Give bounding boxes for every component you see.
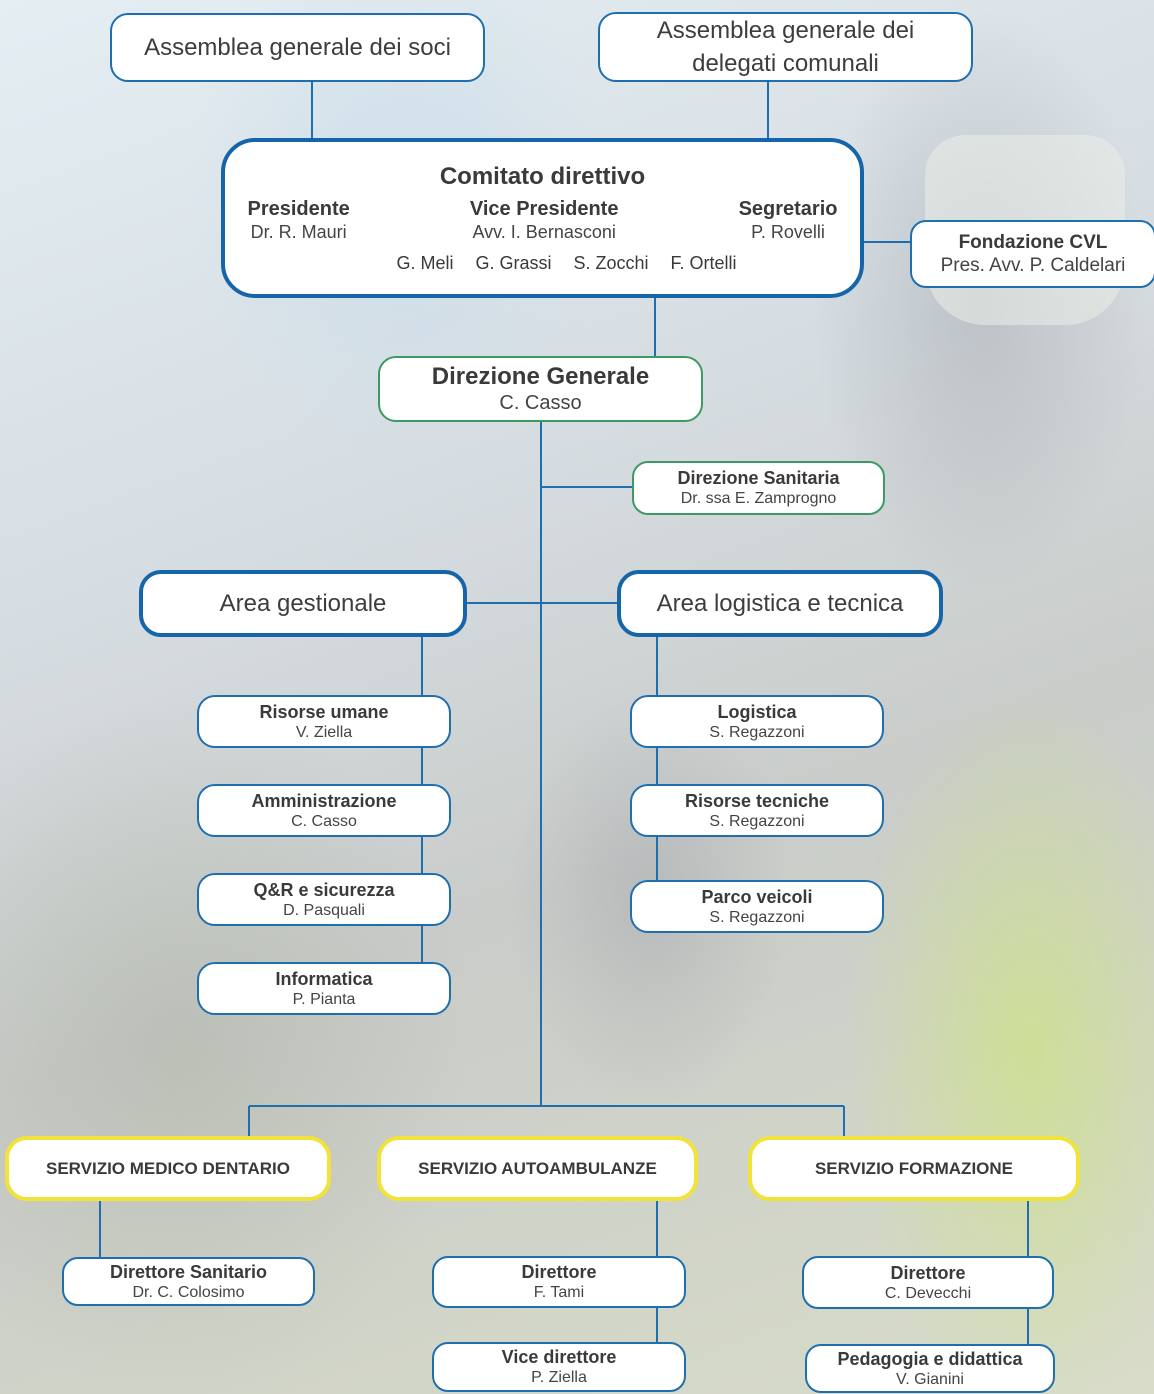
unit-title: Pedagogia e didattica — [837, 1348, 1023, 1369]
direzione-generale-title: Direzione Generale — [431, 363, 650, 390]
assemblea-delegati-line1: Assemblea generale dei — [656, 17, 915, 44]
member-name: G. Grassi — [475, 252, 552, 273]
area-logistica-title: Area logistica e tecnica — [656, 590, 904, 617]
direzione-sanitaria-name: Dr. ssa E. Zamprogno — [680, 490, 837, 507]
assemblea-soci-label: Assemblea generale dei soci — [144, 34, 451, 61]
area-gestionale-box: Area gestionale — [139, 570, 467, 637]
unit-qr-sicurezza: Q&R e sicurezza D. Pasquali — [197, 873, 451, 926]
direzione-generale-box: Direzione Generale C. Casso — [378, 356, 703, 422]
member-name: F. Ortelli — [670, 252, 737, 273]
unit-name: Dr. C. Colosimo — [132, 1283, 245, 1301]
unit-risorse-umane: Risorse umane V. Ziella — [197, 695, 451, 748]
comitato-direttivo-box: Comitato direttivo Presidente Dr. R. Mau… — [221, 138, 864, 298]
assemblea-delegati-box: Assemblea generale dei delegati comunali — [598, 12, 973, 82]
unit-title: Vice direttore — [501, 1347, 617, 1367]
unit-title: Direttore Sanitario — [109, 1261, 268, 1282]
comitato-members: G. Meli G. Grassi S. Zocchi F. Ortelli — [385, 253, 747, 274]
unit-title: Direttore — [521, 1262, 597, 1282]
unit-title: Risorse tecniche — [684, 790, 830, 811]
unit-direttore-formazione: Direttore C. Devecchi — [802, 1256, 1054, 1309]
comitato-role-segretario: Segretario P. Rovelli — [739, 197, 838, 243]
servizio-autoambulanze-box: SERVIZIO AUTOAMBULANZE — [377, 1136, 698, 1201]
unit-parco-veicoli: Parco veicoli S. Regazzoni — [630, 880, 884, 933]
role-label: Presidente — [247, 197, 350, 220]
unit-direttore-sanitario: Direttore Sanitario Dr. C. Colosimo — [62, 1257, 315, 1306]
unit-name: P. Ziella — [531, 1369, 587, 1386]
unit-title: Parco veicoli — [701, 886, 813, 907]
member-name: S. Zocchi — [573, 252, 649, 273]
fondazione-name: Pres. Avv. P. Caldelari — [940, 255, 1126, 276]
unit-name: P. Pianta — [292, 990, 356, 1008]
unit-name: S. Regazzoni — [709, 908, 805, 926]
comitato-title: Comitato direttivo — [439, 162, 646, 190]
servizio-title: SERVIZIO MEDICO DENTARIO — [45, 1158, 290, 1178]
unit-name: C. Devecchi — [884, 1284, 972, 1302]
unit-direttore-ambulanze: Direttore F. Tami — [432, 1256, 686, 1308]
role-name: P. Rovelli — [751, 221, 825, 242]
role-label: Segretario — [738, 197, 838, 220]
unit-title: Amministrazione — [251, 790, 397, 811]
servizio-formazione-box: SERVIZIO FORMAZIONE — [748, 1136, 1080, 1201]
area-gestionale-title: Area gestionale — [219, 590, 387, 617]
area-logistica-box: Area logistica e tecnica — [617, 570, 943, 637]
unit-name: C. Casso — [291, 812, 357, 830]
unit-pedagogia-didattica: Pedagogia e didattica V. Gianini — [805, 1344, 1055, 1393]
unit-amministrazione: Amministrazione C. Casso — [197, 784, 451, 837]
role-label: Vice Presidente — [469, 197, 619, 220]
comitato-role-presidente: Presidente Dr. R. Mauri — [248, 197, 350, 243]
member-name: G. Meli — [396, 252, 454, 273]
unit-logistica: Logistica S. Regazzoni — [630, 695, 884, 748]
unit-name: V. Gianini — [896, 1370, 964, 1388]
unit-risorse-tecniche: Risorse tecniche S. Regazzoni — [630, 784, 884, 837]
unit-title: Direttore — [890, 1262, 966, 1283]
comitato-role-vice-presidente: Vice Presidente Avv. I. Bernasconi — [470, 197, 619, 243]
unit-title: Informatica — [275, 968, 373, 989]
direzione-generale-name: C. Casso — [499, 392, 582, 414]
unit-name: S. Regazzoni — [709, 812, 805, 830]
unit-name: D. Pasquali — [283, 901, 365, 919]
servizio-medico-dentario-box: SERVIZIO MEDICO DENTARIO — [5, 1136, 331, 1201]
role-name: Dr. R. Mauri — [250, 221, 347, 242]
unit-vice-direttore: Vice direttore P. Ziella — [432, 1342, 686, 1392]
unit-name: V. Ziella — [295, 723, 353, 741]
servizio-title: SERVIZIO AUTOAMBULANZE — [418, 1158, 657, 1178]
unit-name: S. Regazzoni — [709, 723, 805, 741]
comitato-roles: Presidente Dr. R. Mauri Vice Presidente … — [248, 197, 838, 243]
direzione-sanitaria-title: Direzione Sanitaria — [677, 468, 840, 488]
assemblea-soci-box: Assemblea generale dei soci — [110, 13, 485, 82]
role-name: Avv. I. Bernasconi — [472, 221, 616, 242]
direzione-sanitaria-box: Direzione Sanitaria Dr. ssa E. Zamprogno — [632, 461, 885, 515]
fondazione-title: Fondazione CVL — [958, 232, 1108, 253]
unit-informatica: Informatica P. Pianta — [197, 962, 451, 1015]
unit-title: Risorse umane — [259, 701, 389, 722]
unit-title: Logistica — [717, 701, 797, 722]
unit-title: Q&R e sicurezza — [253, 879, 395, 900]
fondazione-cvl-box: Fondazione CVL Pres. Avv. P. Caldelari — [910, 220, 1154, 288]
assemblea-delegati-line2: delegati comunali — [692, 50, 879, 77]
servizio-title: SERVIZIO FORMAZIONE — [814, 1158, 1014, 1178]
unit-name: F. Tami — [533, 1284, 585, 1301]
